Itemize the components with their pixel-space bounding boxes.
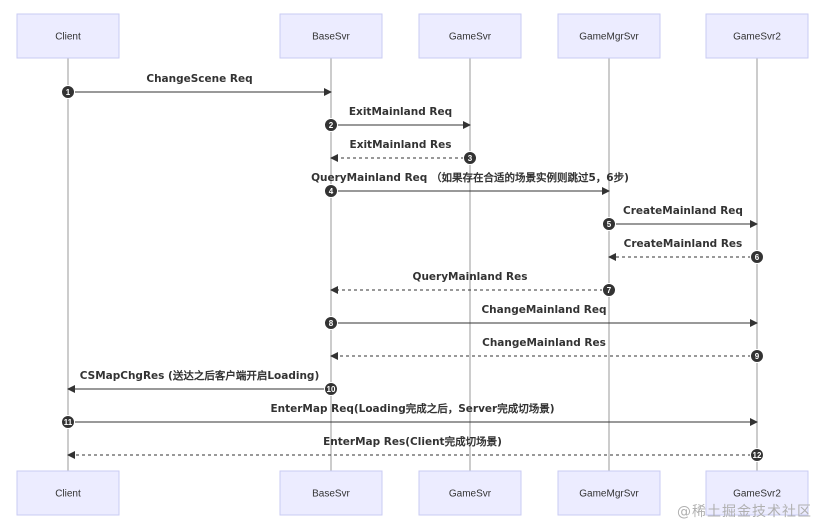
participant-label: GameSvr2 bbox=[733, 32, 781, 43]
sequence-number: 3 bbox=[468, 154, 473, 163]
message-label: ExitMainland Res bbox=[350, 139, 452, 151]
sequence-number-badge bbox=[602, 283, 616, 297]
message-label: EnterMap Res(Client完成切场景) bbox=[323, 435, 502, 448]
participant-top-gamemgrsvr: GameMgrSvr bbox=[557, 13, 661, 59]
participant-label: BaseSvr bbox=[312, 489, 350, 500]
participant-box bbox=[418, 13, 522, 59]
sequence-number: 12 bbox=[753, 451, 762, 460]
participant-label: GameMgrSvr bbox=[579, 32, 639, 43]
sequence-number-badge bbox=[324, 118, 338, 132]
watermark-text: @稀土掘金技术社区 bbox=[677, 504, 812, 520]
participant-box bbox=[418, 470, 522, 516]
sequence-number-badge bbox=[324, 382, 338, 396]
message-6: CreateMainland Res 6 bbox=[608, 238, 764, 264]
participant-top-client: Client bbox=[16, 13, 120, 59]
sequence-number-badge bbox=[61, 85, 75, 99]
sequence-number: 7 bbox=[607, 286, 612, 295]
message-label: EnterMap Req(Loading完成之后，Server完成切场景) bbox=[270, 402, 554, 415]
sequence-number-badge bbox=[750, 250, 764, 264]
message-label: ChangeMainland Res bbox=[482, 337, 606, 349]
sequence-number: 11 bbox=[64, 418, 73, 427]
message-label: CreateMainland Req bbox=[623, 205, 743, 217]
sequence-number: 5 bbox=[607, 220, 612, 229]
participant-label: Client bbox=[55, 32, 81, 43]
message-label: ChangeMainland Req bbox=[481, 304, 606, 316]
sequence-number-badge bbox=[324, 316, 338, 330]
message-1: ChangeScene Req 1 bbox=[61, 73, 332, 99]
participant-label: GameSvr2 bbox=[733, 489, 781, 500]
message-7: QueryMainland Res 7 bbox=[330, 271, 616, 297]
message-label: CSMapChgRes (送达之后客户端开启Loading) bbox=[80, 369, 320, 382]
message-label: QueryMainland Req （如果存在合适的场景实例则跳过5，6步) bbox=[311, 171, 629, 184]
sequence-number: 1 bbox=[66, 88, 71, 97]
message-5: CreateMainland Req 5 bbox=[602, 205, 758, 231]
message-label: ChangeScene Req bbox=[146, 73, 252, 85]
participant-bottom-client: Client bbox=[16, 470, 120, 516]
participant-bottom-basesvr: BaseSvr bbox=[279, 470, 383, 516]
participant-top-gamesvr2: GameSvr2 bbox=[705, 13, 809, 59]
sequence-number-badge bbox=[750, 448, 764, 462]
sequence-number-badge bbox=[324, 184, 338, 198]
participant-box bbox=[16, 13, 120, 59]
participant-box bbox=[557, 13, 661, 59]
participant-box bbox=[16, 470, 120, 516]
participant-box bbox=[557, 470, 661, 516]
participant-box bbox=[279, 470, 383, 516]
message-label: ExitMainland Req bbox=[349, 106, 452, 118]
participant-label: GameMgrSvr bbox=[579, 489, 639, 500]
sequence-number-badge bbox=[463, 151, 477, 165]
participant-label: GameSvr bbox=[449, 489, 492, 500]
sequence-number: 10 bbox=[327, 385, 336, 394]
message-label: QueryMainland Res bbox=[413, 271, 528, 283]
participant-bottom-gamemgrsvr: GameMgrSvr bbox=[557, 470, 661, 516]
participant-top-gamesvr: GameSvr bbox=[418, 13, 522, 59]
sequence-number-badge bbox=[750, 349, 764, 363]
sequence-number: 8 bbox=[329, 319, 334, 328]
message-8: ChangeMainland Req 8 bbox=[324, 304, 758, 330]
participant-bottom-gamesvr2: GameSvr2 bbox=[705, 470, 809, 516]
sequence-number-badge bbox=[602, 217, 616, 231]
sequence-number: 4 bbox=[329, 187, 334, 196]
message-label: CreateMainland Res bbox=[624, 238, 743, 250]
participant-label: GameSvr bbox=[449, 32, 492, 43]
message-3: ExitMainland Res 3 bbox=[330, 139, 477, 165]
message-2: ExitMainland Req 2 bbox=[324, 106, 471, 132]
sequence-number: 6 bbox=[755, 253, 760, 262]
sequence-number: 9 bbox=[755, 352, 760, 361]
message-9: ChangeMainland Res 9 bbox=[330, 337, 764, 363]
participant-bottom-gamesvr: GameSvr bbox=[418, 470, 522, 516]
sequence-number: 2 bbox=[329, 121, 334, 130]
participant-label: BaseSvr bbox=[312, 32, 350, 43]
message-11: EnterMap Req(Loading完成之后，Server完成切场景) 11 bbox=[61, 402, 758, 429]
message-4: QueryMainland Req （如果存在合适的场景实例则跳过5，6步) 4 bbox=[311, 171, 629, 198]
message-12: EnterMap Res(Client完成切场景) 12 bbox=[67, 435, 764, 462]
participant-label: Client bbox=[55, 489, 81, 500]
participant-box bbox=[705, 13, 809, 59]
participant-top-basesvr: BaseSvr bbox=[279, 13, 383, 59]
participant-box bbox=[279, 13, 383, 59]
message-10: CSMapChgRes (送达之后客户端开启Loading) 10 bbox=[67, 369, 338, 396]
sequence-number-badge bbox=[61, 415, 75, 429]
participant-box bbox=[705, 470, 809, 516]
